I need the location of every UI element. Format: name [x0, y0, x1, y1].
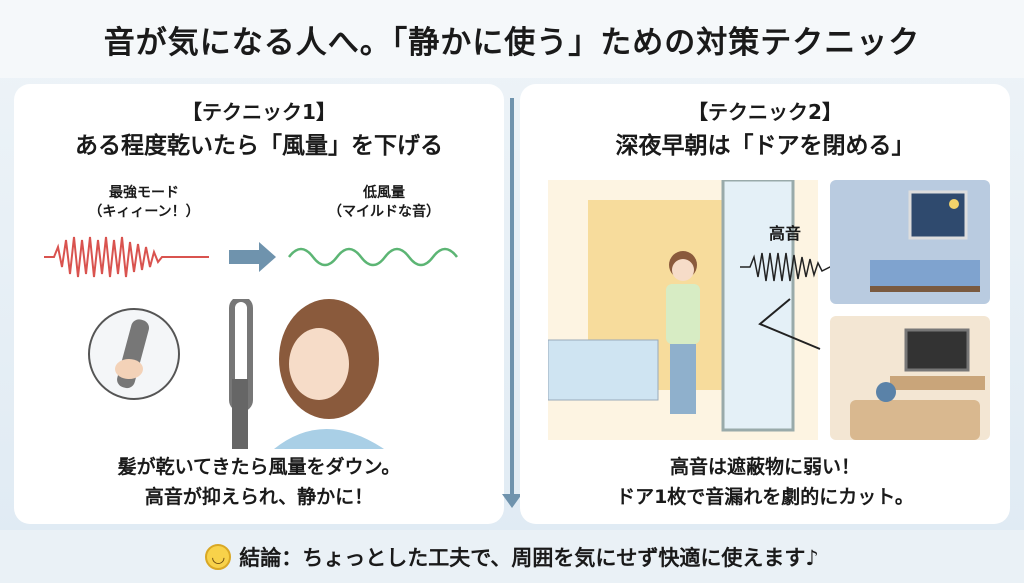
- high-sound-label: 高音: [768, 224, 801, 243]
- sound-wave-illustration: [44, 236, 458, 278]
- bedroom-illustration: [830, 180, 990, 304]
- technique-2-panel: 【テクニック2】 深夜早朝は「ドアを閉める」 高音 高音は遮蔽物に弱い！ ドア1…: [520, 84, 1010, 524]
- caption-line: 高音は遮蔽物に弱い！: [669, 456, 860, 478]
- conclusion-bar: ◡ 結論：ちょっとした工夫で、周囲を気にせず快適に使えます♪: [0, 530, 1024, 583]
- low-mode-label: 低風量 （マイルドな音）: [284, 184, 484, 222]
- technique-2-caption: 高音は遮蔽物に弱い！ ドア1枚で音漏れを劇的にカット。: [520, 452, 1010, 512]
- technique-1-subheading: ある程度乾いたら「風量」を下げる: [75, 133, 443, 159]
- hair-dryer-illustration: [88, 299, 384, 449]
- reflection-arrow-icon: [758, 298, 821, 350]
- living-room-illustration: [830, 316, 990, 440]
- soft-wave-icon: [288, 247, 458, 267]
- caption-line: ドア1枚で音漏れを劇的にカット。: [616, 486, 914, 508]
- caption-line: 髪が乾いてきたら風量をダウン。: [117, 456, 401, 478]
- conclusion-text: 結論：ちょっとした工夫で、周囲を気にせず快適に使えます♪: [239, 545, 819, 570]
- low-mode-sub: （マイルドな音）: [328, 204, 440, 220]
- strong-mode-label: 最強モード （キィィーン！）: [54, 184, 234, 222]
- strong-mode-title: 最強モード: [109, 185, 179, 201]
- technique-2-heading: 【テクニック2】: [688, 100, 842, 124]
- technique-1-panel: 【テクニック1】 ある程度乾いたら「風量」を下げる 最強モード （キィィーン！）…: [14, 84, 504, 524]
- loud-wave-icon: [44, 236, 209, 278]
- arrow-right-icon: [229, 242, 276, 272]
- caption-line: 高音が抑えられ、静かに！: [144, 486, 374, 508]
- page-title: 音が気になる人へ。「静かに使う」ための対策テクニック: [0, 0, 1024, 78]
- smile-icon: ◡: [205, 543, 232, 570]
- moon-icon: [949, 199, 959, 209]
- high-sound-wave-icon: [740, 252, 850, 282]
- technique-1-heading: 【テクニック1】: [182, 100, 336, 124]
- sound-reflection-illustration: [740, 252, 850, 350]
- strong-mode-sub: （キィィーン！）: [88, 204, 200, 220]
- technique-2-subheading: 深夜早朝は「ドアを閉める」: [615, 133, 915, 159]
- divider-arrow: [502, 98, 522, 508]
- low-mode-title: 低風量: [363, 185, 405, 201]
- bathroom-illustration: [548, 180, 818, 440]
- technique-1-caption: 髪が乾いてきたら風量をダウン。 高音が抑えられ、静かに！: [14, 452, 504, 512]
